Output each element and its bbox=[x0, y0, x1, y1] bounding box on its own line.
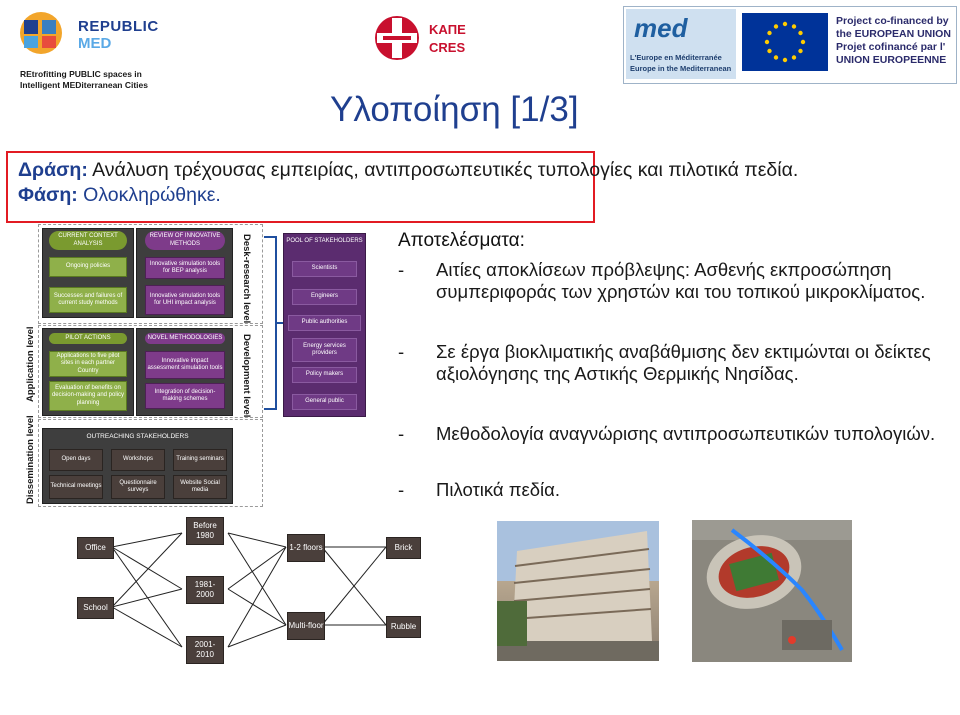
republic-name-2: MED bbox=[78, 35, 112, 52]
development-level-frame bbox=[38, 325, 263, 418]
republic-med-logo: REPUBLIC MED REtrofitting PUBLIC spaces … bbox=[12, 6, 158, 96]
stadium-aerial-photo bbox=[692, 520, 852, 662]
integration-box: Integration of decision-making schemes bbox=[145, 383, 225, 409]
phase-label: Φάση: bbox=[18, 184, 78, 206]
action-label: Δράση: bbox=[18, 159, 88, 181]
bullet-dash: - bbox=[398, 259, 405, 280]
typology-brick: Brick bbox=[386, 537, 421, 559]
novel-methodologies-panel: NOVEL METHODOLOGIES Innovative impact as… bbox=[136, 328, 233, 416]
stakeholder-public-authorities: Public authorities bbox=[288, 315, 361, 331]
cres-logo: ΚΑΠΕ CRES bbox=[372, 12, 482, 64]
med-tagline-1: L'Europe en Méditerranée bbox=[630, 53, 722, 62]
bullet-dash: - bbox=[398, 423, 405, 444]
desk-level-frame bbox=[38, 224, 263, 324]
action-frame bbox=[6, 151, 595, 223]
pilot-actions-panel: PILOT ACTIONS Applications to five pilot… bbox=[42, 328, 134, 416]
med-eu-logo: med L'Europe en Méditerranée Europe in t… bbox=[623, 6, 957, 84]
stakeholder-general-public: General public bbox=[292, 394, 357, 410]
outreaching-header: OUTREACHING STAKEHOLDERS bbox=[86, 433, 189, 440]
stakeholder-scientists: Scientists bbox=[292, 261, 357, 277]
med-programme-logo: med L'Europe en Méditerranée Europe in t… bbox=[626, 9, 736, 79]
stakeholder-energy-providers: Energy services providers bbox=[292, 338, 357, 362]
successes-failures-box: Successes and failures of current study … bbox=[49, 287, 127, 313]
current-context-panel: CURRENT CONTEXT ANALYSIS Ongoing policie… bbox=[42, 228, 134, 318]
results-title: Αποτελέσματα: bbox=[398, 230, 525, 251]
action-line: Δράση: Ανάλυση τρέχουσας εμπειρίας, αντι… bbox=[18, 159, 798, 182]
eu-cofinance-text: Project co-financed by the EUROPEAN UNIO… bbox=[836, 15, 951, 66]
stakeholders-header: POOL OF STAKEHOLDERS bbox=[286, 238, 363, 244]
results-item-text: Αιτίες αποκλίσεων πρόβλεψης: Ασθενής εκπ… bbox=[436, 259, 926, 302]
med-tagline-2: Europe in the Mediterranean bbox=[630, 64, 732, 73]
phase-text: Ολοκληρώθηκε. bbox=[77, 184, 221, 206]
action-text: Ανάλυση τρέχουσας εμπειρίας, αντιπροσωπε… bbox=[87, 159, 799, 181]
typology-connections bbox=[111, 532, 387, 648]
school-building-photo bbox=[497, 521, 659, 661]
slide-title: Υλοποίηση [1/3] bbox=[330, 90, 579, 129]
current-context-header: CURRENT CONTEXT ANALYSIS bbox=[49, 231, 127, 250]
training-box: Training seminars bbox=[173, 449, 227, 471]
typology-multi-floor: Multi-floor bbox=[287, 612, 325, 640]
sim-bep-box: Innovative simulation tools for BEP anal… bbox=[145, 257, 225, 279]
typology-1981-2000: 1981-2000 bbox=[186, 576, 224, 604]
novel-methodologies-header: NOVEL METHODOLOGIES bbox=[145, 333, 225, 344]
med-wordmark-icon: med bbox=[634, 13, 688, 43]
workshops-box: Workshops bbox=[111, 449, 165, 471]
impact-tools-box: Innovative impact assessment simulation … bbox=[145, 351, 225, 379]
results-item: - Σε έργα βιοκλιματικής αναβάθμισης δεν … bbox=[398, 341, 958, 407]
review-methods-header: REVIEW OF INNOVATIVE METHODS bbox=[145, 231, 225, 250]
typology-rubble: Rubble bbox=[386, 616, 421, 638]
results-item-text: Μεθοδολογία αναγνώρισης αντιπροσωπευτικώ… bbox=[436, 423, 936, 444]
methodology-diagram: Application level Dissemination level De… bbox=[22, 222, 264, 509]
evaluation-box: Evaluation of benefits on decision-makin… bbox=[49, 381, 127, 411]
questionnaire-box: Questionnaire surveys bbox=[111, 475, 165, 499]
phase-line: Φάση: Ολοκληρώθηκε. bbox=[18, 184, 221, 207]
pilot-actions-header: PILOT ACTIONS bbox=[49, 333, 127, 344]
level-label-dissemination: Dissemination level bbox=[25, 415, 36, 504]
dissemination-level-frame bbox=[38, 419, 263, 507]
sim-uhi-box: Innovative simulation tools for UHI impa… bbox=[145, 285, 225, 315]
eu-flag-icon bbox=[742, 13, 828, 71]
bullet-dash: - bbox=[398, 479, 405, 500]
results-item-text: Σε έργα βιοκλιματικής αναβάθμισης δεν εκ… bbox=[436, 341, 931, 384]
ongoing-policies-box: Ongoing policies bbox=[49, 257, 127, 277]
open-days-box: Open days bbox=[49, 449, 103, 471]
cres-text-latin: CRES bbox=[429, 40, 466, 55]
results-item-text: Πιλοτικά πεδία. bbox=[436, 479, 560, 500]
stakeholder-engineers: Engineers bbox=[292, 289, 357, 305]
republic-name-1: REPUBLIC bbox=[78, 18, 159, 35]
results-item: - Αιτίες αποκλίσεων πρόβλεψης: Ασθενής ε… bbox=[398, 259, 958, 325]
stakeholder-bracket bbox=[264, 236, 283, 410]
outreaching-panel: OUTREACHING STAKEHOLDERS Open days Works… bbox=[42, 428, 233, 504]
results-item: - Μεθοδολογία αναγνώρισης αντιπροσωπευτι… bbox=[398, 423, 958, 467]
results-item: - Πιλοτικά πεδία. bbox=[398, 479, 958, 501]
building-photo-image bbox=[497, 521, 659, 661]
typology-office: Office bbox=[77, 537, 114, 559]
website-box: Website Social media bbox=[173, 475, 227, 499]
republic-med-logo-mark-icon bbox=[20, 12, 62, 54]
typology-2001-2010: 2001-2010 bbox=[186, 636, 224, 664]
stakeholder-policy-makers: Policy makers bbox=[292, 367, 357, 383]
review-methods-panel: REVIEW OF INNOVATIVE METHODS Innovative … bbox=[136, 228, 233, 318]
typology-before-1980: Before 1980 bbox=[186, 517, 224, 545]
cres-mark-icon bbox=[375, 16, 419, 60]
technical-meetings-box: Technical meetings bbox=[49, 475, 103, 499]
applications-box: Applications to five pilot sites in each… bbox=[49, 351, 127, 377]
level-label-application: Application level bbox=[25, 326, 36, 403]
typology-1-2-floors: 1-2 floors bbox=[287, 534, 325, 562]
typology-school: School bbox=[77, 597, 114, 619]
republic-tagline: REtrofitting PUBLIC spaces in Intelligen… bbox=[20, 69, 148, 90]
cres-text-greek: ΚΑΠΕ bbox=[429, 22, 466, 37]
bullet-dash: - bbox=[398, 341, 405, 362]
stakeholders-panel: POOL OF STAKEHOLDERS Scientists Engineer… bbox=[283, 233, 366, 417]
aerial-map-image bbox=[692, 520, 852, 662]
